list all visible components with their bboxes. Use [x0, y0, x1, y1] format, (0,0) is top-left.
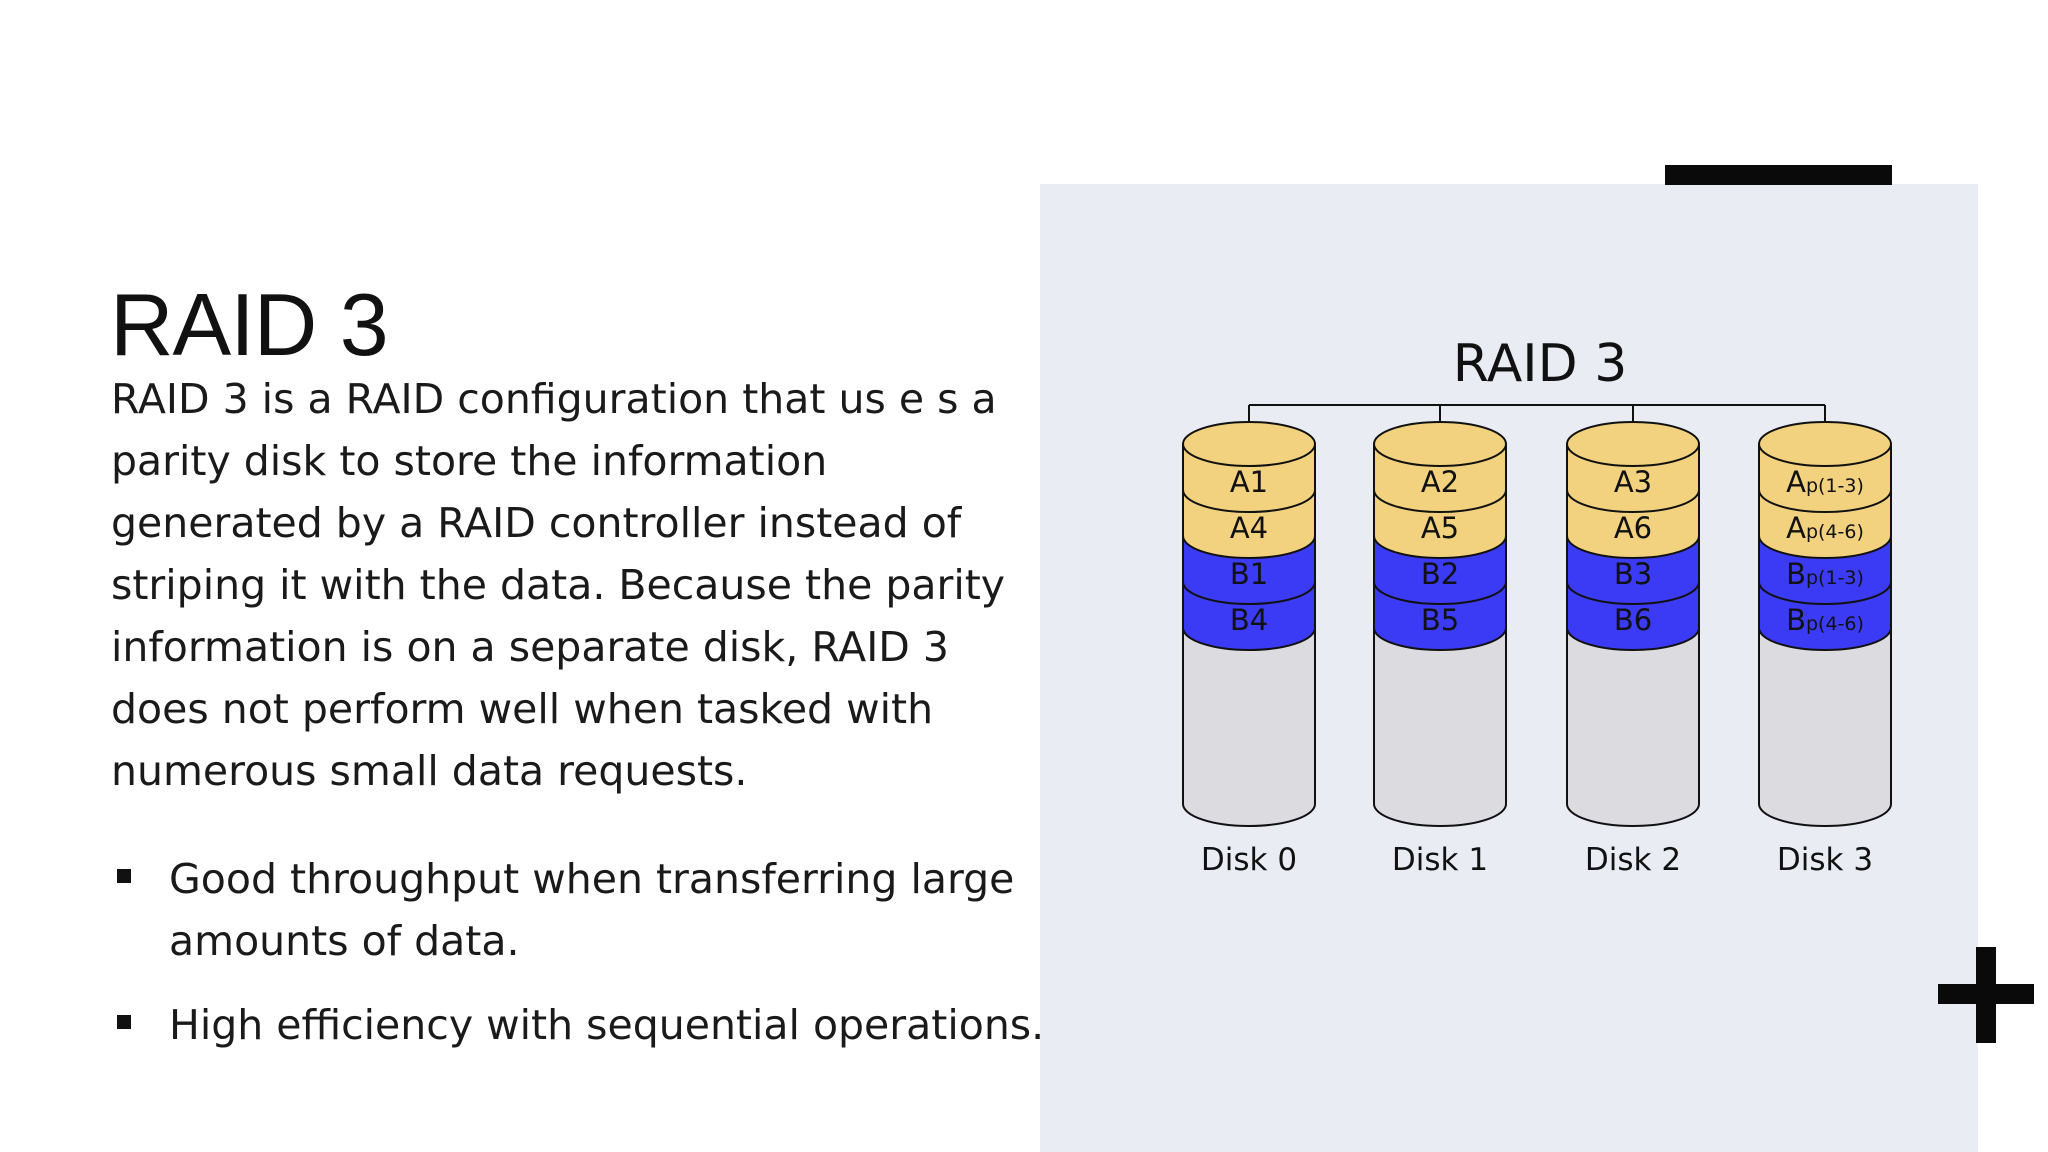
disk-label: Disk 1	[1392, 842, 1488, 878]
slide-title: RAID 3	[110, 274, 389, 374]
block-label: B6	[1614, 603, 1652, 637]
block-label: Bp(1-3)	[1786, 557, 1864, 591]
block-label: B3	[1614, 557, 1652, 591]
block-label: B4	[1230, 603, 1268, 637]
body-paragraph: RAID 3 is a RAID configuration that us e…	[111, 368, 1091, 802]
block-label: Ap(1-3)	[1786, 465, 1864, 499]
disk-top	[1566, 421, 1700, 467]
disk-top	[1182, 421, 1316, 467]
block-label: A4	[1230, 511, 1268, 545]
paragraph-line: striping it with the data. Because the p…	[111, 561, 1006, 609]
bullet-list: Good throughput when transferring large …	[111, 848, 1131, 1056]
block-label: A1	[1230, 465, 1268, 499]
block-label: Bp(4-6)	[1786, 603, 1864, 637]
paragraph-line: parity disk to store the information	[111, 437, 828, 485]
disk-label: Disk 0	[1201, 842, 1297, 878]
block-label: A6	[1614, 511, 1652, 545]
disk-top	[1758, 421, 1892, 467]
paragraph-line: numerous small data requests.	[111, 747, 748, 795]
paragraph-line: information is on a separate disk, RAID …	[111, 623, 949, 671]
block-label: Ap(4-6)	[1786, 511, 1864, 545]
paragraph-line: does not perform well when tasked with	[111, 685, 934, 733]
paragraph-line: generated by a RAID controller instead o…	[111, 499, 962, 547]
block-label: B1	[1230, 557, 1268, 591]
paragraph-line: RAID 3 is a RAID configuration that us e…	[111, 375, 997, 423]
block-label: A2	[1421, 465, 1459, 499]
square-bullet-icon	[117, 869, 131, 883]
block-label: A5	[1421, 511, 1459, 545]
bullet-text: Good throughput when transferring large	[169, 855, 1015, 903]
disk-top	[1373, 421, 1507, 467]
block-label: A3	[1614, 465, 1652, 499]
accent-bar	[1665, 165, 1892, 185]
plus-icon	[1938, 947, 2034, 1043]
disk-label: Disk 2	[1585, 842, 1681, 878]
diagram-title: RAID 3	[1453, 334, 1628, 394]
bullet-item: High efficiency with sequential operatio…	[111, 994, 1131, 1056]
disk-3: Ap(1-3) Ap(4-6) Bp(1-3) Bp(4-6) Disk 3	[1758, 421, 1892, 878]
square-bullet-icon	[117, 1015, 131, 1029]
bullet-text: amounts of data.	[169, 917, 520, 965]
block-label: B2	[1421, 557, 1459, 591]
block-label: B5	[1421, 603, 1459, 637]
disk-label: Disk 3	[1777, 842, 1873, 878]
bullet-text: High efficiency with sequential operatio…	[169, 1001, 1045, 1049]
bullet-item: Good throughput when transferring large …	[111, 848, 1131, 972]
